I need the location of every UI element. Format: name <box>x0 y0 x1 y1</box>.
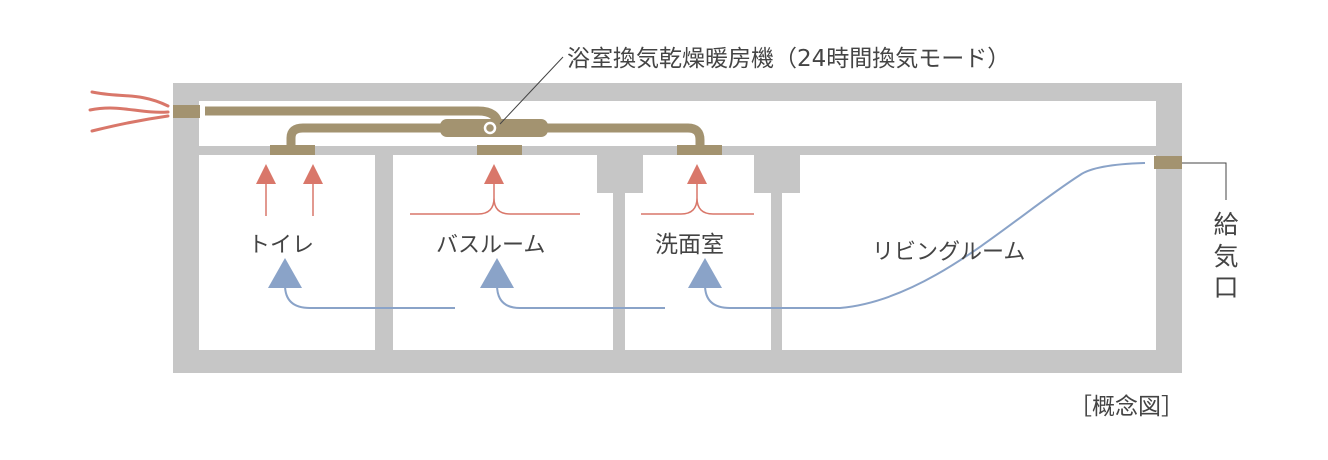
arrow-up-icon <box>484 164 504 184</box>
unit-title: 浴室換気乾燥暖房機（24時間換気モード） <box>567 46 1010 72</box>
room-label-washroom: 洗面室 <box>655 232 724 258</box>
arrow-up-icon <box>268 258 302 288</box>
bath-grille <box>477 145 522 155</box>
arrow-up-icon <box>256 164 276 184</box>
room-label-bathroom: バスルーム <box>436 233 545 258</box>
room-toilet <box>199 155 375 350</box>
room-label-living: リビングルーム <box>872 240 1025 265</box>
room-label-toilet: トイレ <box>248 233 314 258</box>
supply-arrows <box>284 162 1146 309</box>
supply-label-3: 口 <box>1213 273 1238 302</box>
unit-fan-icon <box>483 121 497 135</box>
supply-label-2: 気 <box>1213 242 1238 271</box>
caption: ［概念図］ <box>1069 394 1184 420</box>
beam <box>597 146 643 193</box>
arrow-up-icon <box>480 258 514 288</box>
supply-inlet <box>1154 156 1182 169</box>
room-living <box>782 155 1156 350</box>
arrow-up-icon <box>688 258 722 288</box>
leader-line <box>1182 162 1227 200</box>
washroom-grille <box>677 145 722 155</box>
toilet-grille <box>270 145 315 155</box>
exhaust-arrows <box>256 164 754 216</box>
exhaust-outlet <box>173 105 200 118</box>
room-washroom <box>625 155 771 350</box>
arrow-up-icon <box>303 164 323 184</box>
supply-label-1: 給 <box>1213 210 1238 239</box>
room-bathroom <box>393 155 613 350</box>
arrow-up-icon <box>687 164 707 184</box>
leader-line <box>499 56 564 125</box>
beam <box>754 146 800 193</box>
exhaust-air-icon <box>88 90 170 133</box>
